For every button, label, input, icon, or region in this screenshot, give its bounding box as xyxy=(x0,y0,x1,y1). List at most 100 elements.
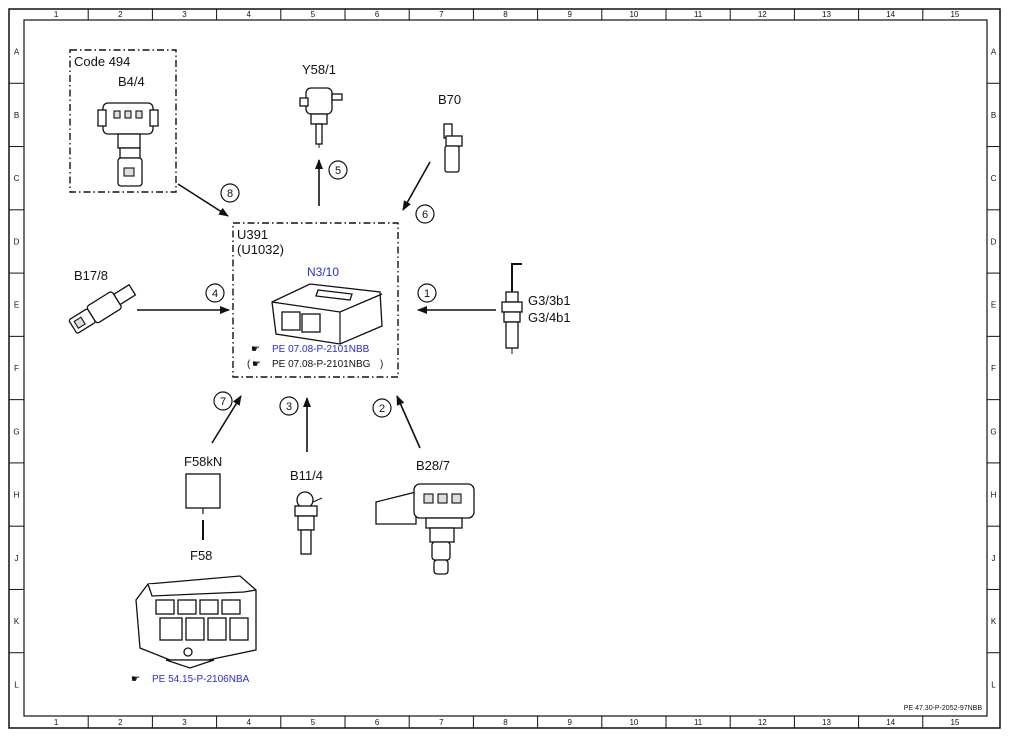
grid-col-13: 13 xyxy=(822,718,831,727)
signal-2: 2 xyxy=(379,403,385,415)
grid-row-F: F xyxy=(14,364,19,373)
ref-link-f58[interactable]: ☛ PE 54.15-P-2106NBA xyxy=(131,674,250,685)
arrow-8 xyxy=(177,183,229,217)
b17-8-label: B17/8 xyxy=(74,268,108,283)
hand-pointer-icon: ☛ xyxy=(252,359,261,370)
grid-row-K: K xyxy=(14,617,20,626)
grid-col-6: 6 xyxy=(375,10,380,19)
grid-row-B: B xyxy=(991,111,996,120)
u391-label: U391 xyxy=(237,227,268,242)
svg-text:): ) xyxy=(380,359,383,370)
footer-reference: PE 47.30-P-2052-97NBB xyxy=(904,705,983,712)
grid-row-A: A xyxy=(991,48,997,57)
arrow-2 xyxy=(396,395,421,449)
signal-6: 6 xyxy=(422,209,428,221)
b28-7-sensor: B28/7 xyxy=(375,458,475,575)
ref-link-nbb[interactable]: ☛ PE 07.08-P-2101NBB xyxy=(251,344,370,355)
grid-row-L: L xyxy=(991,680,996,689)
grid-col-6: 6 xyxy=(375,718,380,727)
arrow-7 xyxy=(211,395,242,444)
y58-1-label: Y58/1 xyxy=(302,62,336,77)
grid-row-D: D xyxy=(991,237,997,246)
grid-col-11: 11 xyxy=(694,718,703,727)
b4-4-label: B4/4 xyxy=(118,74,145,89)
grid-col-8: 8 xyxy=(503,10,508,19)
grid-row-H: H xyxy=(14,491,20,500)
control-unit-u391: U391 (U1032) N3/10 ☛ PE 07.08-P-2101NBB … xyxy=(232,222,399,378)
ref-link-f58-text[interactable]: PE 54.15-P-2106NBA xyxy=(152,674,250,685)
grid-row-J: J xyxy=(15,554,19,563)
b28-7-label: B28/7 xyxy=(416,458,450,473)
grid-row-A: A xyxy=(14,48,20,57)
grid-col-12: 12 xyxy=(758,10,767,19)
signal-5: 5 xyxy=(335,165,341,177)
grid-row-G: G xyxy=(13,427,19,436)
grid-col-5: 5 xyxy=(311,10,316,19)
grid-col-2: 2 xyxy=(118,718,123,727)
grid-row-D: D xyxy=(14,237,20,246)
grid-col-12: 12 xyxy=(758,718,767,727)
f58kn-relay: F58kN xyxy=(184,454,222,540)
grid-col-1: 1 xyxy=(54,10,59,19)
b70-sensor: B70 xyxy=(438,92,463,173)
grid-col-15: 15 xyxy=(950,10,959,19)
signal-1: 1 xyxy=(424,288,430,300)
grid-row-E: E xyxy=(14,301,19,310)
grid-row-L: L xyxy=(14,680,19,689)
grid-row-G: G xyxy=(990,427,996,436)
ref-link-nbb-text[interactable]: PE 07.08-P-2101NBB xyxy=(272,344,370,355)
grid-col-5: 5 xyxy=(311,718,316,727)
hand-pointer-icon: ☛ xyxy=(131,674,140,685)
arrow-6 xyxy=(402,161,431,211)
grid-col-11: 11 xyxy=(694,10,703,19)
grid-row-B: B xyxy=(14,111,19,120)
grid-col-3: 3 xyxy=(182,718,187,727)
grid-row-F: F xyxy=(991,364,996,373)
ref-link-nbg-text[interactable]: PE 07.08-P-2101NBG xyxy=(272,359,371,370)
svg-text:(: ( xyxy=(247,359,251,370)
grid-row-C: C xyxy=(991,174,997,183)
f58-fuse-box: F58 ☛ PE 54.15-P-2106NBA xyxy=(131,548,257,685)
b70-label: B70 xyxy=(438,92,461,107)
signal-arrows xyxy=(137,159,496,452)
hand-pointer-icon: ☛ xyxy=(251,344,260,355)
b4-4-sensor xyxy=(97,102,159,187)
b11-4-label: B11/4 xyxy=(290,468,323,483)
grid-col-4: 4 xyxy=(246,10,251,19)
grid-row-K: K xyxy=(991,617,997,626)
grid-col-15: 15 xyxy=(950,718,959,727)
g3-oxygen-sensor: G3/3b1 G3/4b1 xyxy=(501,263,571,354)
code-494-group: Code 494 B4/4 xyxy=(69,49,177,193)
grid-col-9: 9 xyxy=(567,718,572,727)
grid-col-13: 13 xyxy=(822,10,831,19)
signal-numbers: 8 5 6 4 1 7 3 2 xyxy=(205,160,437,418)
grid-col-14: 14 xyxy=(886,10,895,19)
signal-4: 4 xyxy=(212,288,218,300)
grid-col-4: 4 xyxy=(246,718,251,727)
sheet-frame: 1122334455667788991010111112121313141415… xyxy=(8,8,1001,729)
signal-3: 3 xyxy=(286,401,292,413)
u1032-label: (U1032) xyxy=(237,242,284,257)
grid-col-9: 9 xyxy=(567,10,572,19)
grid-col-10: 10 xyxy=(629,718,638,727)
g3-3b1-label: G3/3b1 xyxy=(528,293,571,308)
signal-8: 8 xyxy=(227,188,233,200)
ref-link-nbg[interactable]: ( ☛ PE 07.08-P-2101NBG ) xyxy=(247,359,383,370)
y58-1-valve: Y58/1 xyxy=(299,62,343,148)
grid-row-E: E xyxy=(991,301,996,310)
grid-row-J: J xyxy=(992,554,996,563)
code-494-label: Code 494 xyxy=(74,54,130,69)
grid-col-3: 3 xyxy=(182,10,187,19)
grid-row-H: H xyxy=(991,491,997,500)
b17-8-sensor: B17/8 xyxy=(68,268,137,334)
grid-col-7: 7 xyxy=(439,10,444,19)
grid-col-10: 10 xyxy=(629,10,638,19)
grid-row-C: C xyxy=(14,174,20,183)
grid-col-1: 1 xyxy=(54,718,59,727)
f58-label: F58 xyxy=(190,548,212,563)
grid-col-14: 14 xyxy=(886,718,895,727)
b11-4-sensor: B11/4 xyxy=(290,468,323,555)
signal-7: 7 xyxy=(220,396,226,408)
n3-10-ecu xyxy=(271,283,383,345)
